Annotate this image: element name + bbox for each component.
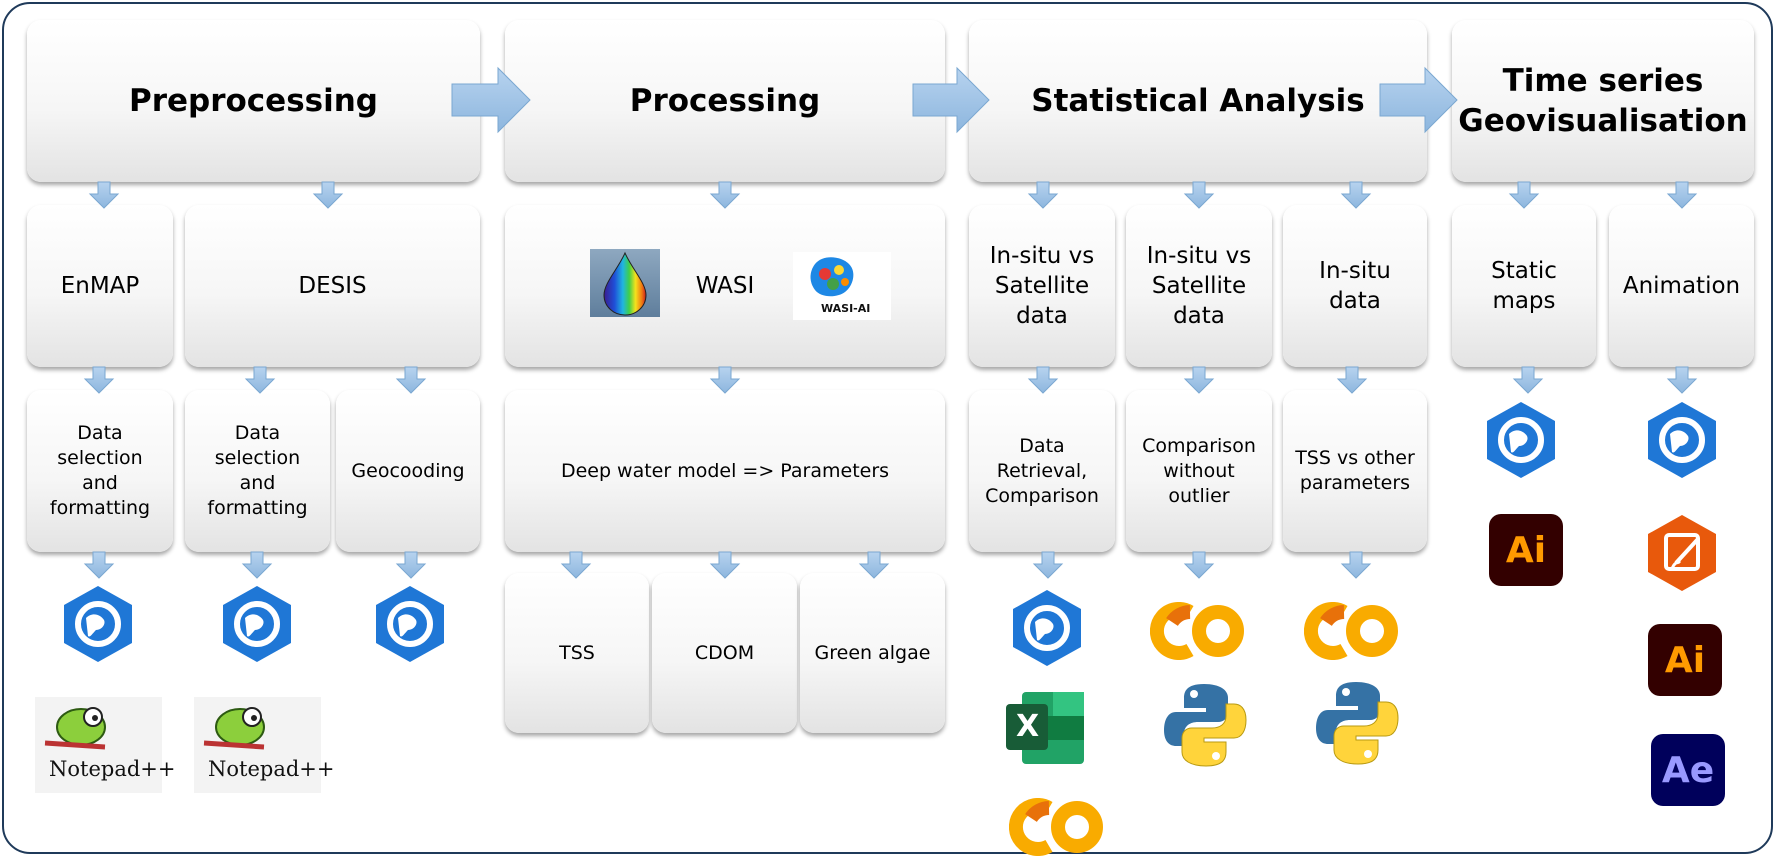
stage-preprocessing-title: Preprocessing (129, 83, 378, 119)
colab-icon (1303, 602, 1404, 660)
stage-preprocessing: Preprocessing (27, 20, 480, 182)
box-data-retrieval: Data Retrieval, Comparison (969, 390, 1115, 552)
after-effects-letters: Ae (1661, 749, 1715, 791)
notepad-plus-plus-icon: Notepad++ (194, 697, 334, 793)
tss-label: TSS (559, 641, 595, 664)
stage-time-series-title: Time series Geovisualisation (1458, 63, 1748, 139)
box-static-maps: Static maps (1452, 205, 1596, 367)
box-tss-vs-other: TSS vs other parameters (1283, 390, 1427, 552)
arcgis-icon (1485, 400, 1557, 480)
box-enmap: EnMAP (27, 205, 173, 367)
enmap-label: EnMAP (60, 273, 140, 299)
arcgis-icon (1646, 400, 1718, 480)
box-comparison-without-outlier: Comparison without outlier (1126, 390, 1272, 552)
excel-icon: X (1004, 690, 1086, 766)
stage-processing: Processing (505, 20, 945, 182)
box-desis: DESIS (185, 205, 480, 367)
animation-label: Animation (1622, 273, 1741, 299)
python-icon (1160, 680, 1250, 770)
arcgis-icon (374, 584, 446, 664)
enmap-data-label: Data selection and formatting (49, 422, 151, 519)
box-animation: Animation (1609, 205, 1754, 367)
wasi-ai-logo-icon: WASI-AI (793, 252, 891, 320)
deep-water-label: Deep water model => Parameters (560, 459, 890, 482)
excel-letter: X (1016, 709, 1040, 744)
illustrator-letters: Ai (1664, 639, 1706, 681)
colab-icon (1149, 602, 1250, 660)
insitu-sat-2-label: In-situ vs Satellite data (1146, 243, 1252, 329)
green-algae-label: Green algae (814, 641, 931, 664)
box-geocoding: Geocooding (336, 390, 480, 552)
box-insitu-vs-satellite-1: In-situ vs Satellite data (969, 205, 1115, 367)
box-insitu-data: In-situ data (1283, 205, 1427, 367)
arcgis-icon (221, 584, 293, 664)
drawing-tool-icon (1646, 513, 1718, 593)
box-insitu-vs-satellite-2: In-situ vs Satellite data (1126, 205, 1272, 367)
insitu-sat-1-label: In-situ vs Satellite data (989, 243, 1095, 329)
notepad-logo-text: Notepad++ (208, 757, 335, 781)
box-desis-data-selection: Data selection and formatting (185, 390, 330, 552)
after-effects-icon: Ae (1651, 734, 1725, 806)
colab-icon (1008, 798, 1109, 856)
geocoding-label: Geocooding (351, 459, 465, 482)
cdom-label: CDOM (694, 641, 755, 664)
arcgis-icon (1011, 588, 1083, 668)
notepad-plus-plus-icon: Notepad++ (35, 697, 175, 793)
wasi-water-drop-icon (590, 249, 660, 317)
wasi-label: WASI (695, 273, 755, 299)
desis-data-label: Data selection and formatting (207, 422, 308, 519)
desis-label: DESIS (298, 273, 367, 299)
python-icon (1312, 678, 1402, 768)
insitu-label: In-situ data (1319, 258, 1391, 314)
stage-time-series: Time series Geovisualisation (1452, 20, 1754, 182)
box-cdom: CDOM (652, 573, 797, 733)
stage-statistical-analysis-title: Statistical Analysis (1031, 83, 1365, 119)
illustrator-icon: Ai (1648, 624, 1722, 696)
illustrator-icon: Ai (1489, 514, 1563, 586)
notepad-logo-text: Notepad++ (49, 757, 176, 781)
stage-processing-title: Processing (629, 83, 821, 119)
illustrator-letters: Ai (1505, 529, 1547, 571)
box-tss: TSS (505, 573, 649, 733)
wasi-ai-logo-text: WASI-AI (821, 302, 871, 315)
static-maps-label: Static maps (1491, 258, 1557, 314)
arcgis-icon (62, 584, 134, 664)
box-deep-water-model: Deep water model => Parameters (505, 390, 945, 552)
box-enmap-data-selection: Data selection and formatting (27, 390, 173, 552)
box-green-algae: Green algae (800, 573, 945, 733)
tss-other-label: TSS vs other parameters (1295, 447, 1415, 494)
no-outlier-label: Comparison without outlier (1142, 434, 1256, 507)
stage-statistical-analysis: Statistical Analysis (969, 20, 1427, 182)
retrieval-label: Data Retrieval, Comparison (985, 434, 1099, 507)
